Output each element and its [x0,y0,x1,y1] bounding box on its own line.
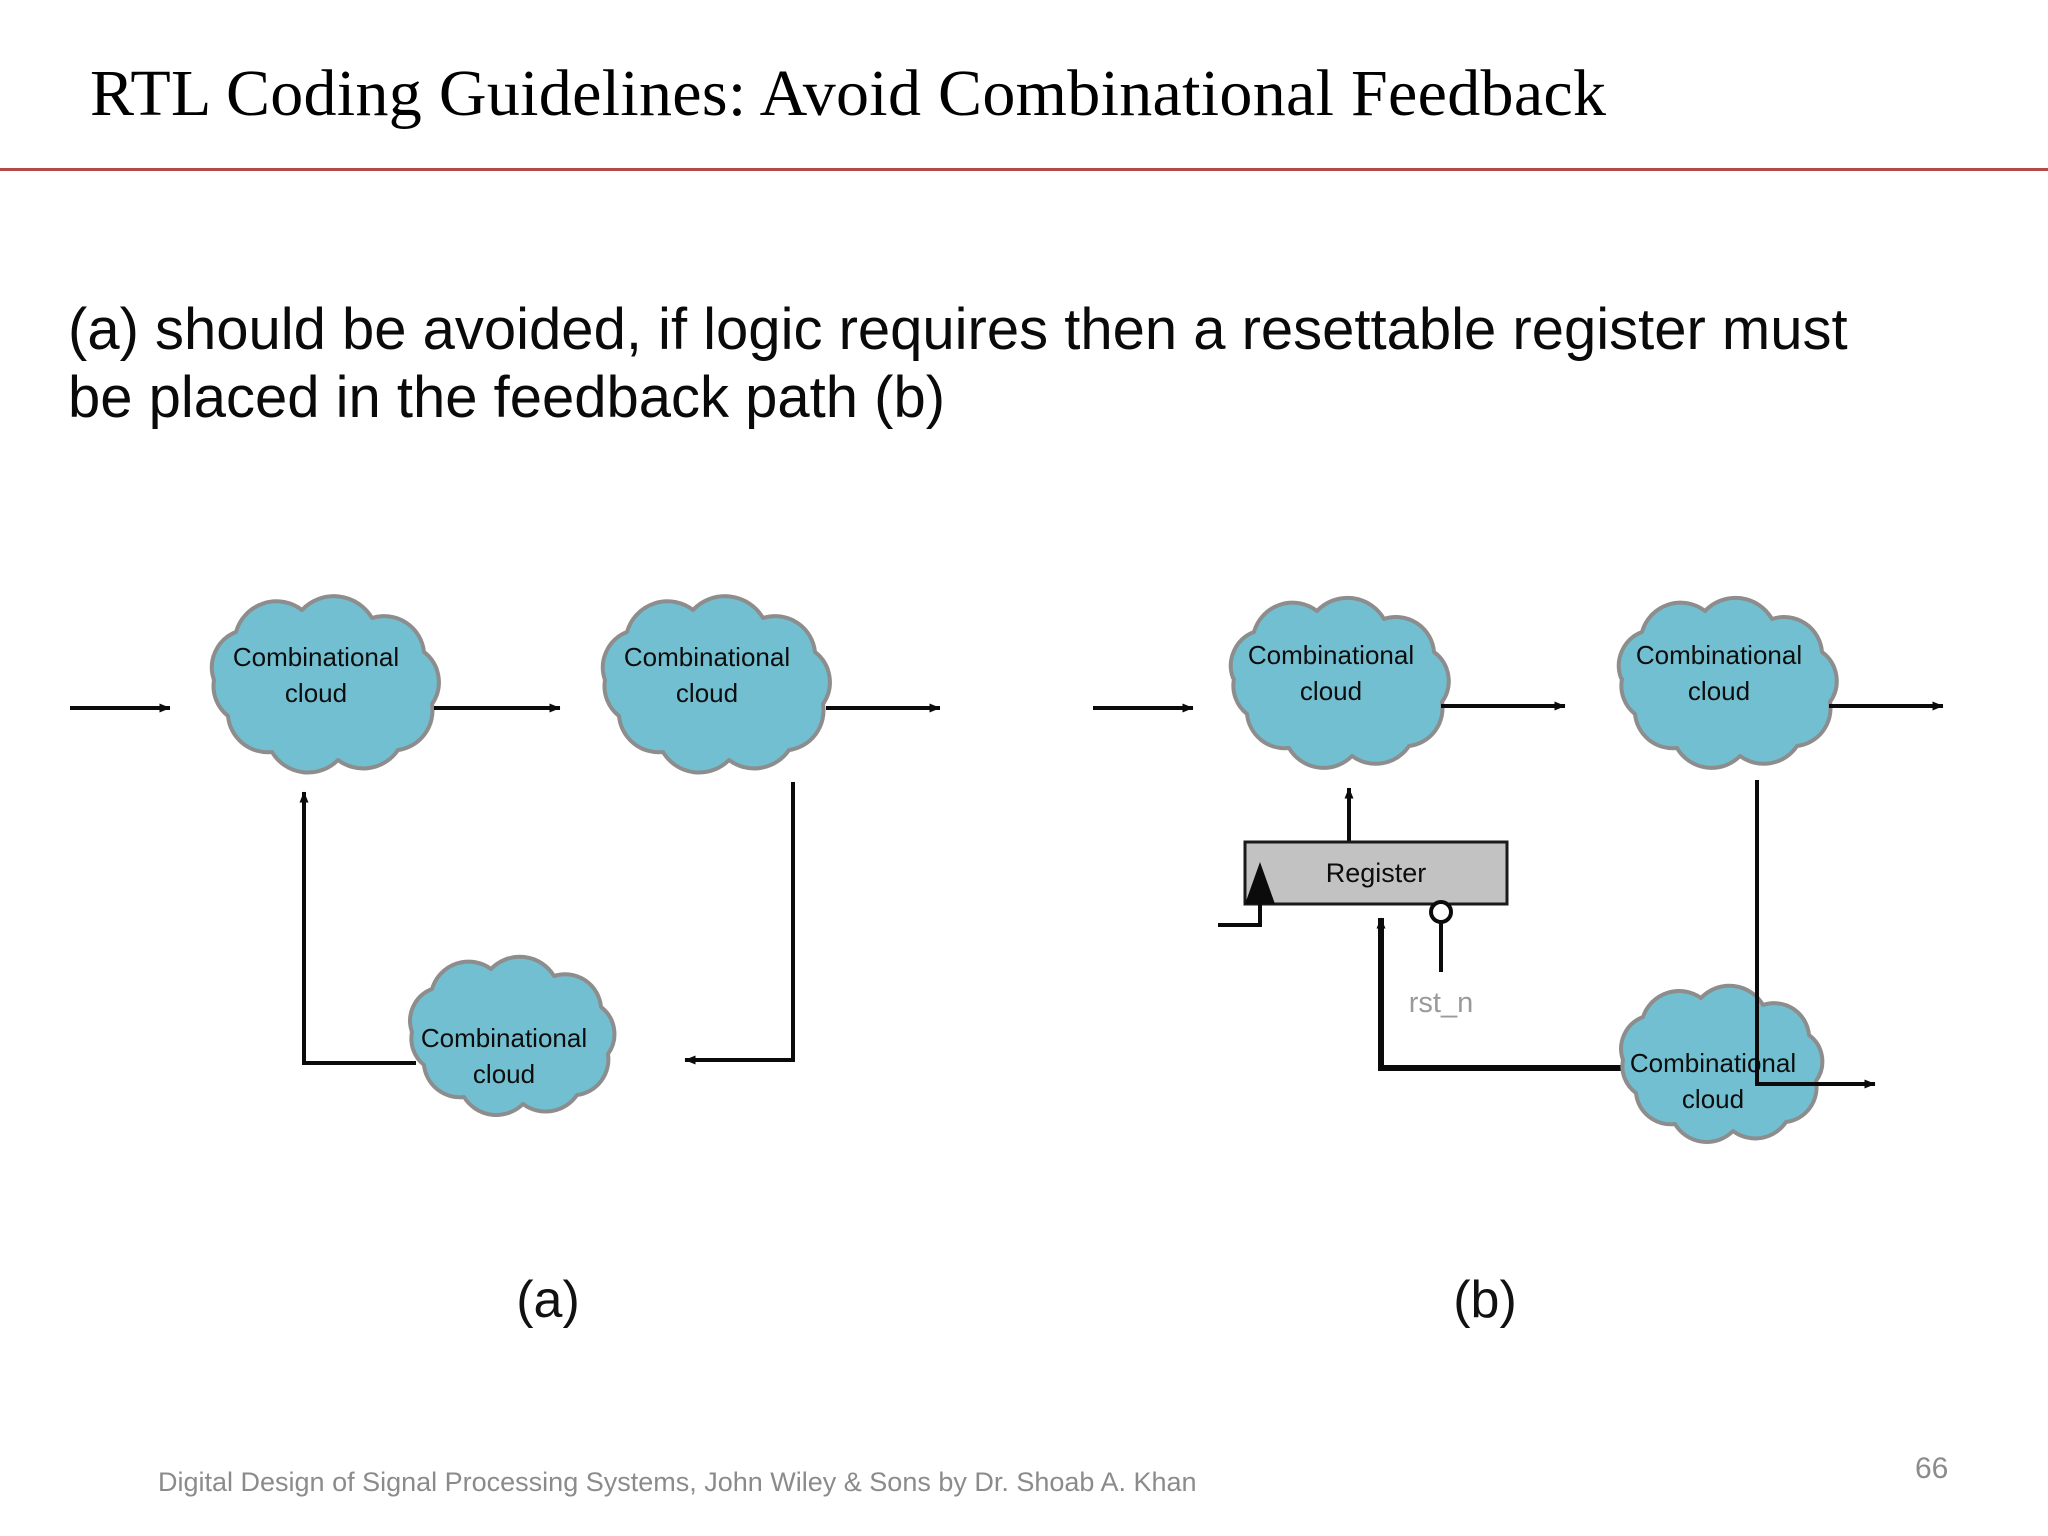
register-clock-wire [1218,904,1262,927]
register-clock-triangle [1245,862,1275,904]
diagram-area: Combinational cloud Combinational cloud … [0,560,2048,1340]
figure-b-diagram: Combinational cloud Combinational cloud … [1093,595,1944,1144]
cloud-label-line1: Combinational [233,642,399,672]
cloud-label-line1: Combinational [1248,640,1414,670]
figure-b-caption: (b) [1453,1271,1517,1329]
register-reset-label: rst_n [1409,987,1473,1019]
figure-b-cloud-top-right: Combinational cloud [1616,595,1839,770]
page-title: RTL Coding Guidelines: Avoid Combination… [90,57,1607,130]
title-divider [0,168,2048,171]
cloud-label-line1: Combinational [624,642,790,672]
figure-b-wire-tr-to-feedback [1755,780,1876,1089]
cloud-label-line2: cloud [1682,1084,1744,1114]
cloud-label-line2: cloud [285,678,347,708]
figure-b-cloud-top-left: Combinational cloud [1228,595,1451,770]
page-number: 66 [1915,1452,1949,1485]
figure-a-caption: (a) [516,1271,580,1329]
cloud-label-line2: cloud [676,678,738,708]
cloud-label-line1: Combinational [1636,640,1802,670]
cloud-label-line2: cloud [1688,676,1750,706]
figure-a-cloud-feedback: Combinational cloud [408,954,617,1117]
cloud-label-line1: Combinational [1630,1048,1796,1078]
body-paragraph: (a) should be avoided, if logic requires… [68,297,1848,431]
cloud-label-line2: cloud [1300,676,1362,706]
register-label: Register [1326,858,1427,888]
register-block: Register rst_n [1218,840,1509,1019]
figure-a-wire-tr-to-feedback [684,782,795,1065]
figure-b-cloud-feedback: Combinational cloud [1619,983,1825,1144]
figure-a-cloud-top-right: Combinational cloud [600,594,832,775]
figure-a-wire-feedback-to-tl [299,791,416,1065]
footer-credit: Digital Design of Signal Processing Syst… [158,1467,1197,1497]
cloud-label-line1: Combinational [421,1023,587,1053]
figure-a-diagram: Combinational cloud Combinational cloud … [70,594,941,1117]
figure-a-cloud-top-left: Combinational cloud [209,594,441,775]
register-reset-bubble [1429,900,1453,924]
cloud-label-line2: cloud [473,1059,535,1089]
figure-b-wire-feedback-to-register [1376,917,1645,1071]
